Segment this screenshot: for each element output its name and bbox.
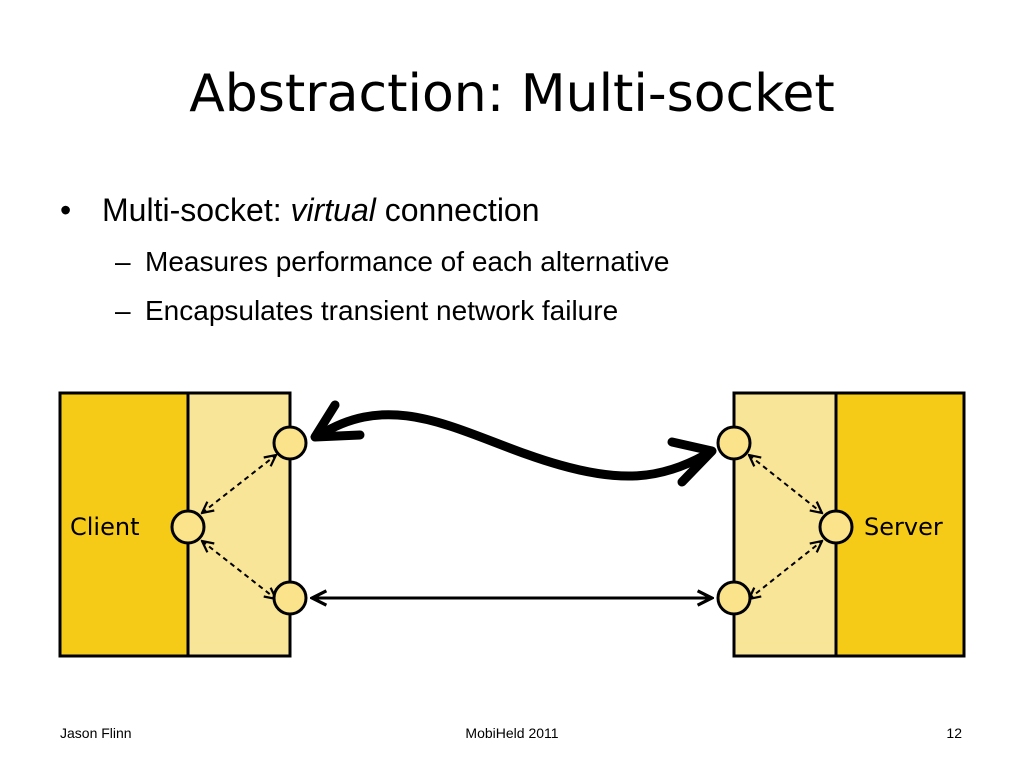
- sub-bullet-text: Encapsulates transient network failure: [145, 295, 619, 326]
- server-node: [818, 509, 854, 545]
- sub-bullet-dash: –: [115, 246, 131, 277]
- client-node: [170, 509, 206, 545]
- thick-wavy-connection: [315, 410, 710, 481]
- sub-bullet-text: Measures performance of each alternative: [145, 246, 670, 277]
- footer-venue: MobiHeld 2011: [465, 725, 559, 741]
- server-dashed-link-bottom: [749, 541, 822, 599]
- footer-page-number: 12: [946, 725, 962, 741]
- client-label: Client: [70, 513, 139, 541]
- thick-arrowhead-right: [667, 437, 717, 487]
- client-socket-bottom: [272, 580, 308, 616]
- bullet-prefix: Multi-socket:: [102, 192, 291, 228]
- client-dashed-link-bottom: [202, 541, 276, 599]
- bullet-suffix: connection: [375, 192, 540, 228]
- sub-bullet-1: –Measures performance of each alternativ…: [115, 244, 670, 280]
- bullet-main: • Multi-socket: virtual connection: [60, 188, 540, 232]
- server-socket-bottom: [716, 580, 752, 616]
- thick-arrowhead-left: [310, 400, 365, 442]
- client-socket-top: [272, 425, 308, 461]
- server-dashed-link-top: [749, 455, 822, 513]
- sub-bullet-dash: –: [115, 295, 131, 326]
- bullet-emphasis: virtual: [290, 192, 376, 228]
- client-dashed-link-top: [202, 455, 276, 513]
- server-label: Server: [864, 513, 943, 541]
- client-core: [58, 391, 190, 658]
- sub-bullet-2: –Encapsulates transient network failure: [115, 293, 618, 329]
- bullet-dot: •: [60, 192, 72, 228]
- footer-author: Jason Flinn: [60, 725, 132, 741]
- slide-title: Abstraction: Multi-socket: [189, 64, 835, 124]
- server-socket-top: [716, 425, 752, 461]
